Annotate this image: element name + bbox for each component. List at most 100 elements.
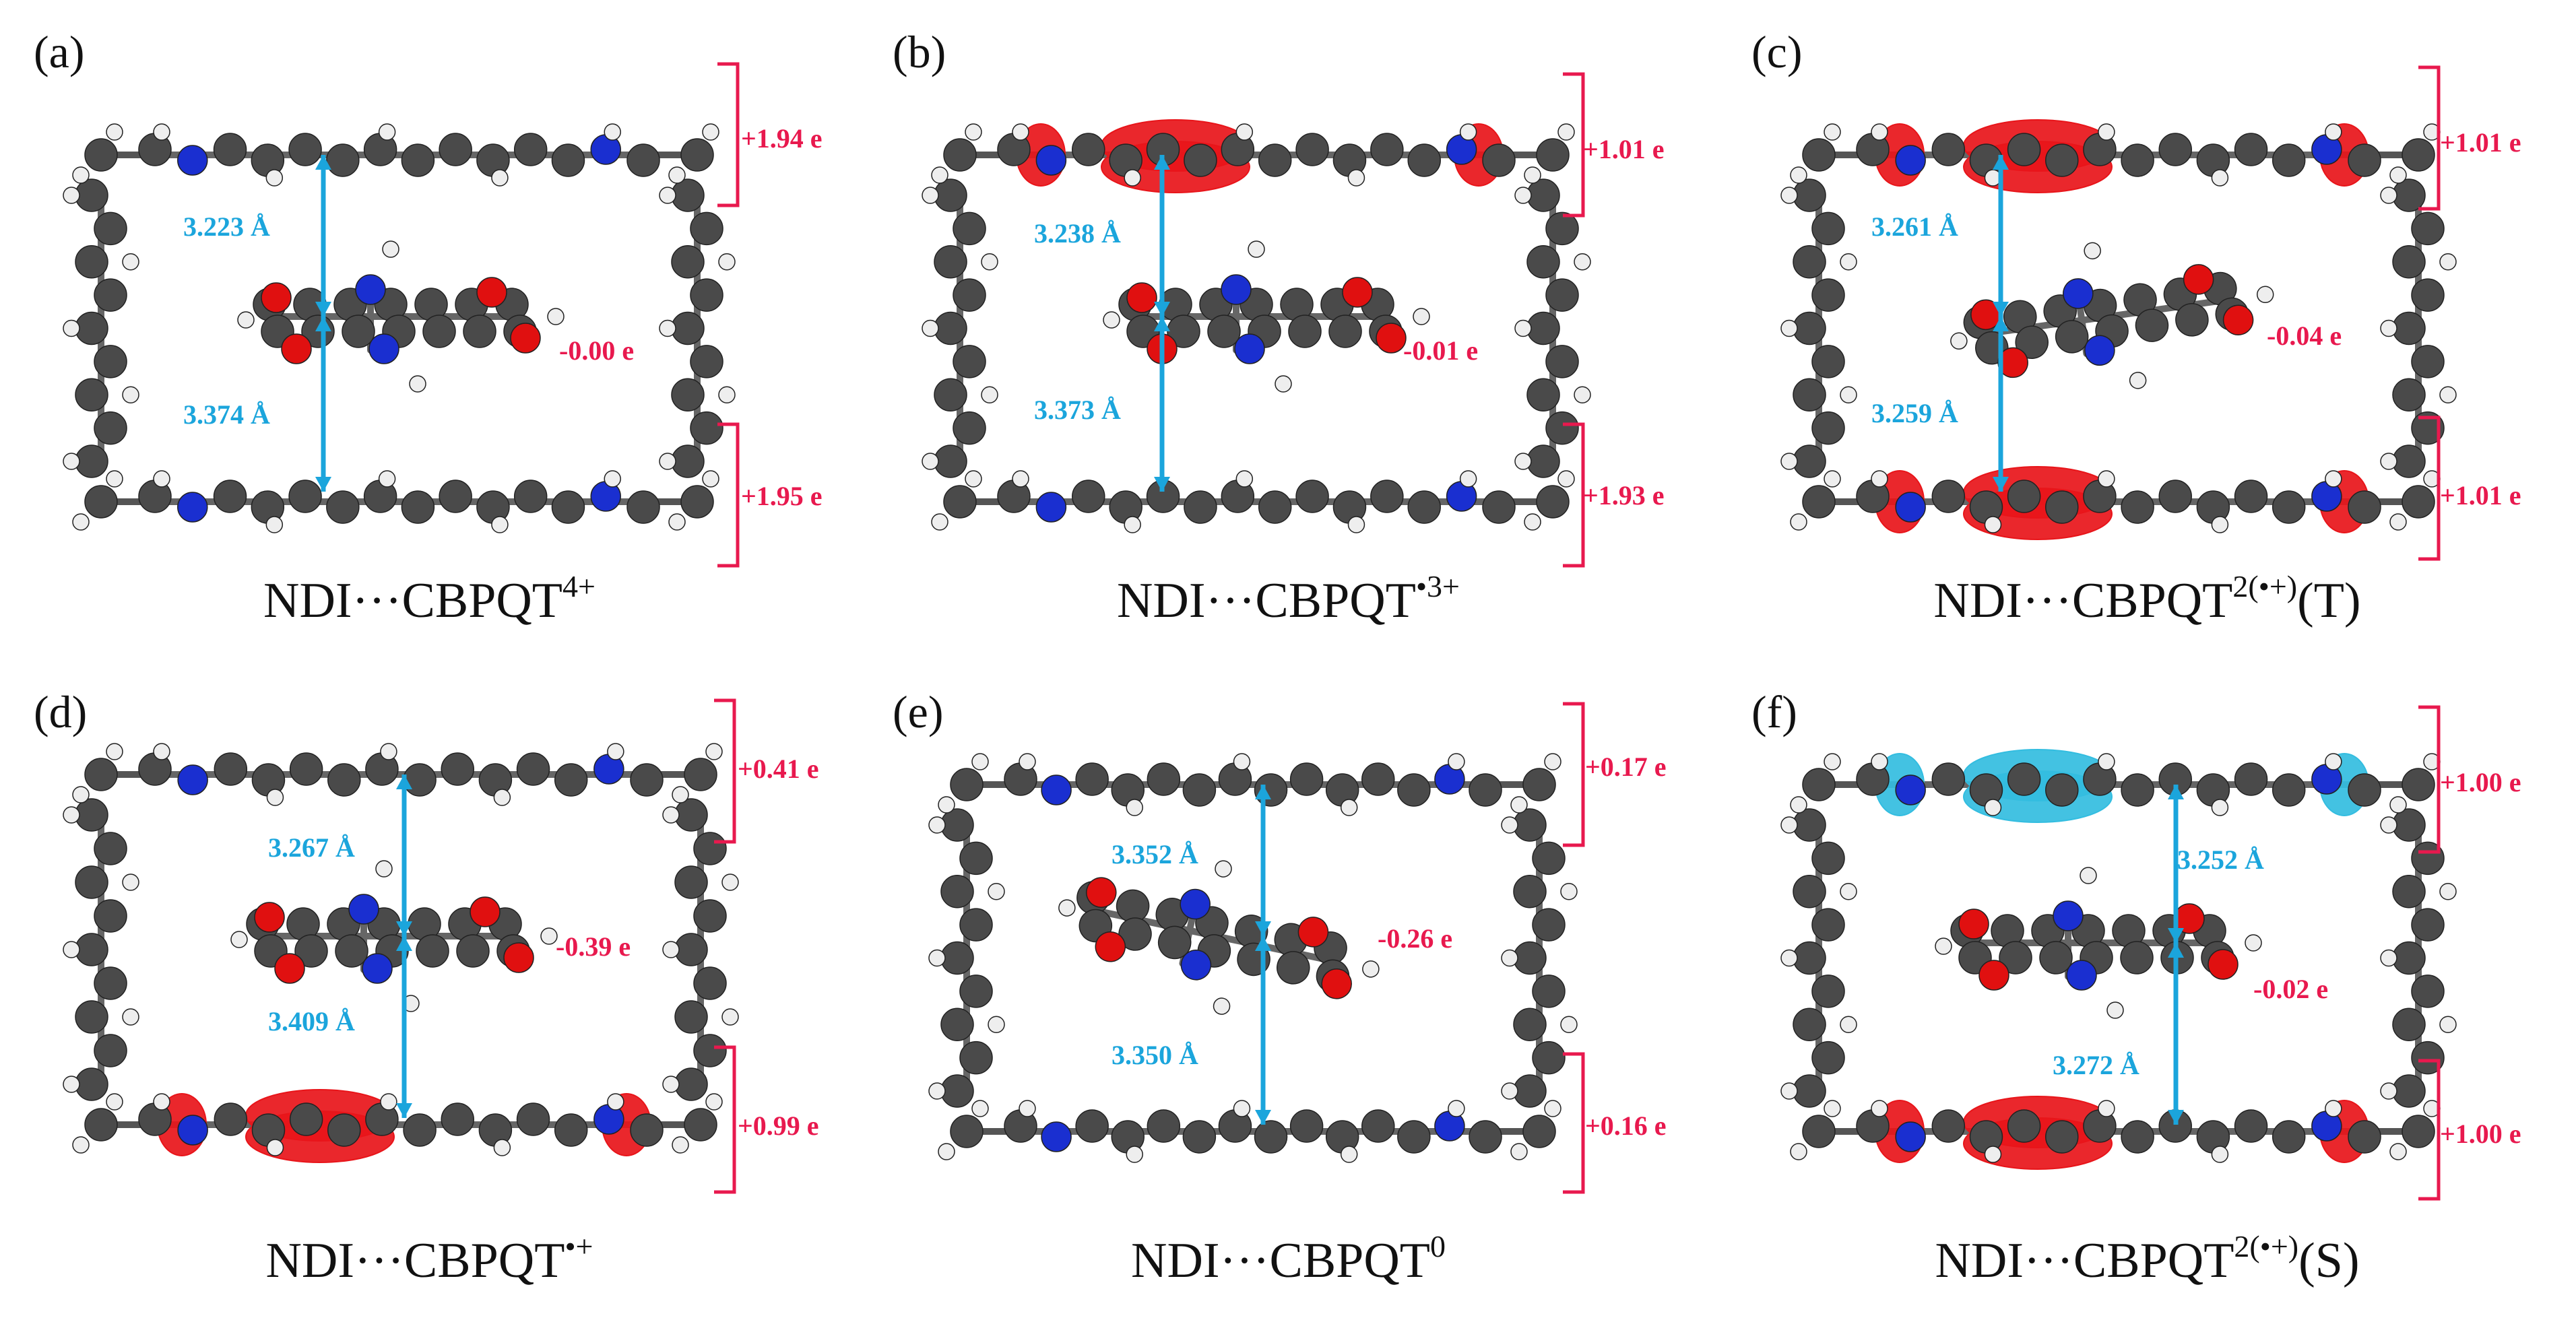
nitrogen-atom xyxy=(177,492,208,523)
hydrogen-atom xyxy=(1501,1082,1518,1100)
carbon-atom xyxy=(326,490,360,524)
carbon-atom xyxy=(1793,311,1826,345)
hydrogen-atom xyxy=(380,1093,397,1111)
carbon-atom xyxy=(551,490,585,524)
carbon-atom xyxy=(75,865,108,899)
carbon-atom xyxy=(2392,941,2426,975)
ndi-guest xyxy=(230,860,558,1012)
carbon-atom xyxy=(1482,143,1516,177)
hydrogen-atom xyxy=(380,743,397,760)
hydrogen-atom xyxy=(607,743,624,760)
arrow-head xyxy=(2168,943,2184,958)
carbon-atom xyxy=(516,752,550,786)
charge-bracket xyxy=(717,62,740,207)
carbon-atom xyxy=(1802,768,1836,801)
hydrogen-atom xyxy=(1560,1016,1578,1033)
carbon-atom xyxy=(940,808,974,842)
carbon-atom xyxy=(680,485,714,519)
carbon-atom xyxy=(1532,1041,1566,1075)
carbon-atom xyxy=(959,975,993,1008)
charge-bottom-label: +1.01 e xyxy=(2440,480,2521,510)
carbon-atom xyxy=(959,841,993,876)
hydrogen-atom xyxy=(1984,516,2002,533)
hydrogen-atom xyxy=(153,123,170,141)
nitrogen-atom xyxy=(177,764,208,795)
hydrogen-atom xyxy=(938,796,955,814)
hydrogen-atom xyxy=(2439,253,2457,271)
charge-bracket xyxy=(717,422,740,568)
carbon-atom xyxy=(2135,308,2169,342)
carbon-atom xyxy=(940,1074,974,1108)
hydrogen-atom xyxy=(931,513,948,531)
carbon-atom xyxy=(1072,133,1105,166)
hydrogen-atom xyxy=(63,319,80,337)
hydrogen-atom xyxy=(153,1093,170,1111)
nitrogen-atom xyxy=(1221,274,1252,305)
hydrogen-atom xyxy=(2325,1100,2342,1117)
panel-e: (e) 3.352 Å 3.350 Å +0.17 e -0.26 e +0.1… xyxy=(859,660,1718,1320)
hydrogen-atom xyxy=(72,786,90,803)
carbon-atom xyxy=(693,1034,727,1067)
carbon-atom xyxy=(75,798,108,832)
carbon-atom xyxy=(1295,480,1329,513)
carbon-atom xyxy=(1157,925,1192,960)
carbon-atom xyxy=(1182,773,1217,807)
hydrogen-atom xyxy=(928,949,946,967)
carbon-atom xyxy=(1931,762,1966,796)
hydrogen-atom xyxy=(668,513,686,531)
hydrogen-atom xyxy=(106,743,123,760)
hydrogen-atom xyxy=(981,253,998,271)
carbon-atom xyxy=(1802,138,1836,172)
nitrogen-atom xyxy=(362,953,393,984)
carbon-atom xyxy=(335,934,368,968)
carbon-atom xyxy=(326,143,360,177)
distance-top-label: 3.223 Å xyxy=(183,211,270,242)
arrow-head xyxy=(1154,477,1170,492)
distance-bottom-label: 3.373 Å xyxy=(1034,395,1121,425)
oxygen-atom xyxy=(1095,931,1126,962)
arrow-head xyxy=(1154,155,1170,170)
hydrogen-atom xyxy=(1984,799,2002,816)
carbon-atom xyxy=(1526,178,1560,212)
hydrogen-atom xyxy=(409,375,426,393)
hydrogen-atom xyxy=(382,240,399,258)
nitrogen-atom xyxy=(1035,492,1067,523)
hydrogen-atom xyxy=(2325,470,2342,488)
carbon-atom xyxy=(1545,278,1579,312)
carbon-atom xyxy=(1184,490,1217,524)
nitrogen-atom xyxy=(1041,774,1072,805)
carbon-atom xyxy=(2158,133,2192,166)
carbon-atom xyxy=(959,908,993,942)
oxygen-atom xyxy=(1126,282,1157,313)
carbon-atom xyxy=(690,345,723,378)
hydrogen-atom xyxy=(1459,123,1477,141)
charge-top-label: +1.01 e xyxy=(1583,134,1665,164)
hydrogen-atom xyxy=(106,1093,123,1111)
carbon-atom xyxy=(2392,245,2426,279)
arrow-head xyxy=(1993,317,2009,331)
hydrogen-atom xyxy=(1235,470,1254,488)
carbon-atom xyxy=(513,480,548,513)
carbon-atom xyxy=(690,411,723,445)
carbon-atom xyxy=(693,966,727,1000)
carbon-atom xyxy=(1289,762,1324,796)
nitrogen-atom xyxy=(348,894,379,925)
carbon-atom xyxy=(554,763,588,797)
hydrogen-atom xyxy=(668,166,686,184)
carbon-atom xyxy=(1513,875,1547,909)
panel-caption: NDI···CBPQT•+ xyxy=(265,1229,593,1289)
carbon-atom xyxy=(1407,490,1441,524)
carbon-atom xyxy=(551,143,585,177)
hydrogen-atom xyxy=(607,1093,624,1111)
carbon-atom xyxy=(2402,768,2435,801)
carbon-atom xyxy=(1147,762,1181,796)
hydrogen-atom xyxy=(1871,1100,1888,1117)
carbon-atom xyxy=(2411,211,2445,246)
hydrogen-atom xyxy=(1340,1146,1358,1163)
hydrogen-atom xyxy=(1824,470,1841,488)
carbon-atom xyxy=(690,278,723,312)
carbon-atom xyxy=(75,444,108,478)
hydrogen-atom xyxy=(1510,796,1528,814)
carbon-atom xyxy=(1522,1115,1556,1148)
charge-bracket xyxy=(1563,422,1585,568)
